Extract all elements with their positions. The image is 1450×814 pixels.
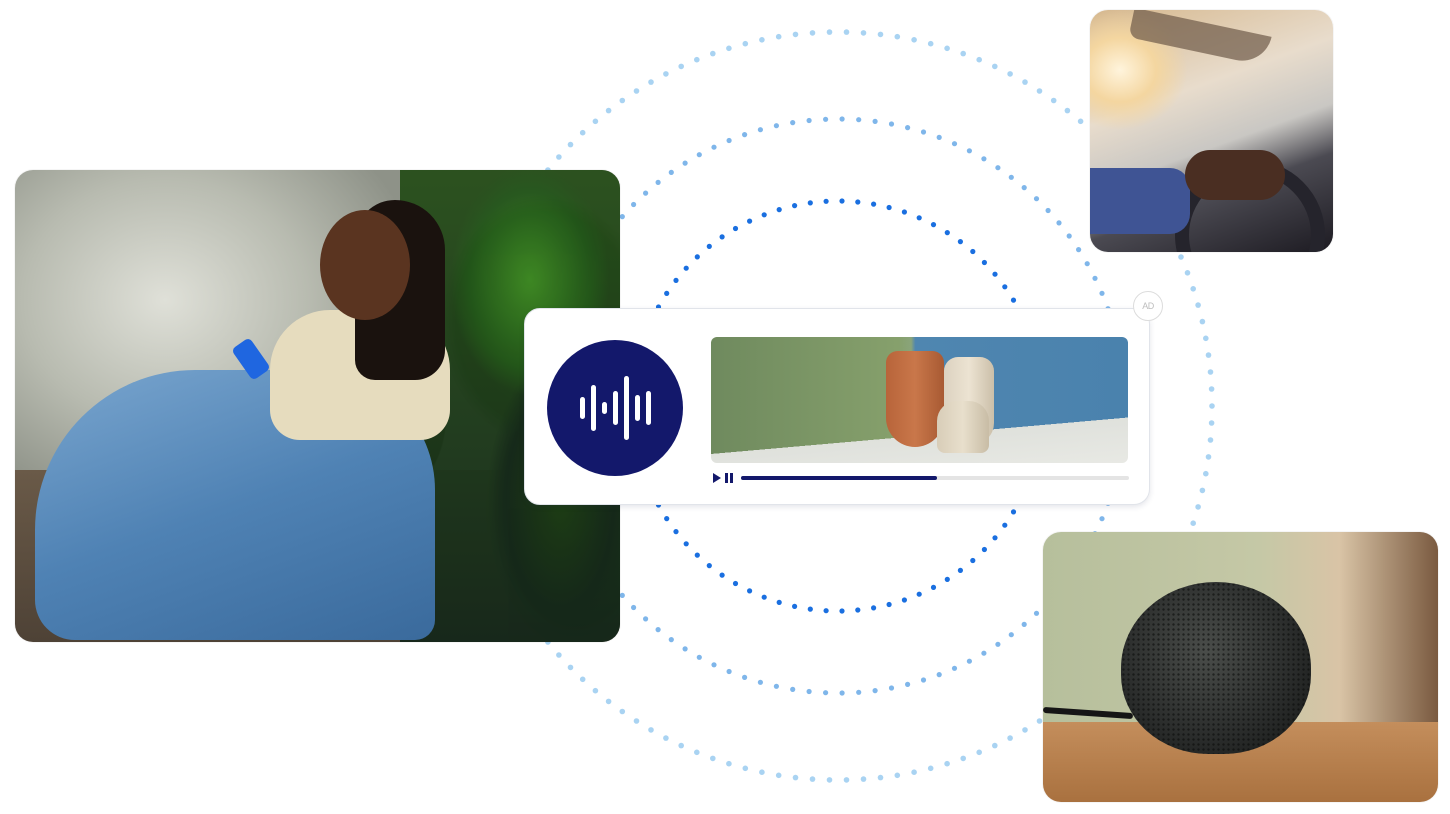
car-driving-photo	[1090, 10, 1333, 252]
video-thumbnail[interactable]	[711, 337, 1128, 463]
woman-listening-photo	[15, 170, 620, 642]
soundwave-bar	[634, 395, 640, 421]
sun-visor	[1128, 10, 1272, 67]
soundwave-bar	[645, 391, 651, 425]
soundwave-icon	[547, 340, 683, 476]
speaker-cable	[1043, 706, 1134, 720]
soundwave-bar	[612, 391, 618, 425]
soundwave-bar	[590, 385, 596, 431]
smart-speaker-photo	[1043, 532, 1438, 802]
progress-fill	[741, 476, 937, 480]
head	[320, 210, 410, 320]
progress-bar[interactable]	[741, 476, 1129, 480]
terracotta-vase	[886, 351, 944, 447]
hand	[1185, 150, 1285, 200]
audio-ad-card	[524, 308, 1150, 505]
soundwave-bar	[601, 402, 607, 414]
smart-speaker	[1121, 582, 1311, 754]
player-controls	[713, 471, 1129, 485]
small-cream-vase	[937, 401, 989, 453]
arm	[1090, 168, 1190, 234]
play-icon[interactable]	[713, 473, 721, 483]
ad-badge: AD	[1133, 291, 1163, 321]
pause-icon[interactable]	[725, 473, 733, 483]
soundwave-bar	[623, 376, 629, 440]
soundwave-bar	[579, 397, 585, 419]
